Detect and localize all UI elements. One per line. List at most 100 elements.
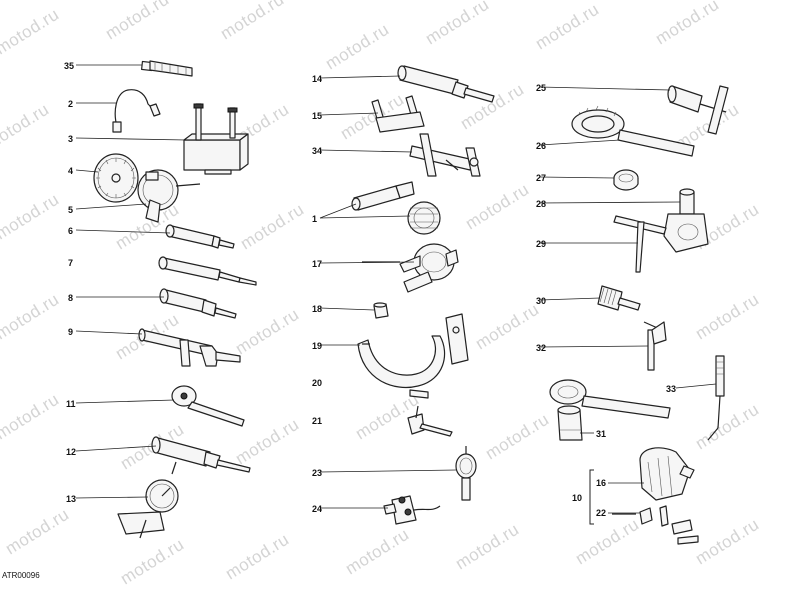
tool-13-dial-indicator xyxy=(117,461,179,539)
leader-5 xyxy=(75,203,147,210)
watermark: motod.ru xyxy=(222,530,292,584)
watermark: motod.ru xyxy=(0,190,62,244)
leader-1b xyxy=(319,215,411,219)
callout-5: 5 xyxy=(68,205,73,215)
tool-27-ring xyxy=(613,169,639,191)
watermark: motod.ru xyxy=(2,505,72,559)
tool-2-hook xyxy=(112,89,161,133)
leader-25 xyxy=(539,86,671,91)
callout-22: 22 xyxy=(596,508,606,518)
watermark: motod.ru xyxy=(452,520,522,574)
callout-29: 29 xyxy=(536,239,546,249)
watermark: motod.ru xyxy=(0,5,62,59)
callout-9: 9 xyxy=(68,327,73,337)
leader-30 xyxy=(539,297,601,301)
callout-10: 10 xyxy=(572,493,582,503)
watermark: motod.ru xyxy=(0,100,52,154)
callout-35: 35 xyxy=(64,61,74,71)
watermark: motod.ru xyxy=(462,180,532,234)
tool-20-pin xyxy=(409,389,429,399)
callout-23: 23 xyxy=(312,468,322,478)
leader-lines xyxy=(75,64,717,525)
watermark: motod.ru xyxy=(342,525,412,579)
leader-26 xyxy=(539,139,621,146)
tool-14-drift xyxy=(397,65,495,103)
callout-7: 7 xyxy=(68,258,73,268)
callout-26: 26 xyxy=(536,141,546,151)
leader-3 xyxy=(75,137,187,141)
tool-15-fork xyxy=(371,95,425,133)
callout-numbers: 35 2 3 4 5 6 7 8 9 11 12 13 14 15 34 1 1… xyxy=(64,61,676,518)
watermark: motod.ru xyxy=(117,535,187,589)
leader-27 xyxy=(539,176,615,179)
callout-30: 30 xyxy=(536,296,546,306)
tool-19-c-clamp xyxy=(357,313,469,388)
watermark: motod.ru xyxy=(652,0,722,48)
leader-17 xyxy=(319,261,415,264)
callout-28: 28 xyxy=(536,199,546,209)
tool-1-handle-bush xyxy=(351,181,441,235)
watermark: motod.ru xyxy=(572,515,642,569)
tool-24-valve-tool xyxy=(383,495,441,525)
tool-21-t-bar xyxy=(407,405,453,437)
tool-9-puller xyxy=(138,328,241,367)
callout-16: 16 xyxy=(596,478,606,488)
watermark-layer: motod.ru motod.ru motod.ru motod.ru moto… xyxy=(0,0,762,588)
tool-23-gauge xyxy=(455,446,477,501)
watermark: motod.ru xyxy=(217,0,287,43)
tool-28-holder xyxy=(663,188,709,253)
callout-27: 27 xyxy=(536,173,546,183)
watermark: motod.ru xyxy=(692,400,762,454)
leader-32 xyxy=(539,345,649,348)
callout-11: 11 xyxy=(66,399,76,409)
callout-20: 20 xyxy=(312,378,322,388)
leader-23 xyxy=(319,469,457,473)
watermark: motod.ru xyxy=(532,0,602,53)
tool-wrench-lower xyxy=(549,379,671,419)
callout-1: 1 xyxy=(312,214,317,224)
callout-24: 24 xyxy=(312,504,322,514)
callout-21: 21 xyxy=(312,416,322,426)
leader-33 xyxy=(675,383,717,389)
leader-4 xyxy=(75,169,99,173)
group-brace-10 xyxy=(589,469,594,525)
tool-30-threaded-bolt xyxy=(597,285,641,311)
tool-25-t-puller xyxy=(667,85,729,135)
tool-33-probe xyxy=(707,355,725,441)
callout-19: 19 xyxy=(312,341,322,351)
callout-15: 15 xyxy=(312,111,322,121)
leader-15 xyxy=(319,112,379,116)
callout-14: 14 xyxy=(312,74,322,84)
leader-6 xyxy=(75,229,171,234)
callout-18: 18 xyxy=(312,304,322,314)
callout-33: 33 xyxy=(666,384,676,394)
tool-22-small-parts xyxy=(612,505,699,545)
leader-34 xyxy=(319,149,413,153)
callout-32: 32 xyxy=(536,343,546,353)
callout-6: 6 xyxy=(68,226,73,236)
figure-reference-code: ATR00096 xyxy=(2,571,40,580)
tool-35-drift xyxy=(141,60,193,77)
leader-28 xyxy=(539,201,681,204)
tool-29-t-tool xyxy=(613,215,667,273)
tool-34-adjuster xyxy=(409,133,481,177)
tool-4-degree-disc xyxy=(93,153,139,203)
watermark: motod.ru xyxy=(692,515,762,569)
tool-3-fixture-block xyxy=(183,103,249,175)
callout-25: 25 xyxy=(536,83,546,93)
leader-14 xyxy=(319,75,401,79)
watermark: motod.ru xyxy=(322,20,392,74)
tool-17-clamp xyxy=(362,243,459,293)
leader-13 xyxy=(75,496,149,499)
watermark: motod.ru xyxy=(237,200,307,254)
callout-17: 17 xyxy=(312,259,322,269)
watermark: motod.ru xyxy=(422,0,492,48)
tool-18-bush xyxy=(373,302,389,319)
tool-8-drift xyxy=(159,288,237,319)
watermark: motod.ru xyxy=(232,305,302,359)
tool-12-drift xyxy=(151,436,251,473)
tool-5-indicator-bracket xyxy=(137,169,201,223)
leader-12 xyxy=(75,445,157,452)
callout-31: 31 xyxy=(596,429,606,439)
